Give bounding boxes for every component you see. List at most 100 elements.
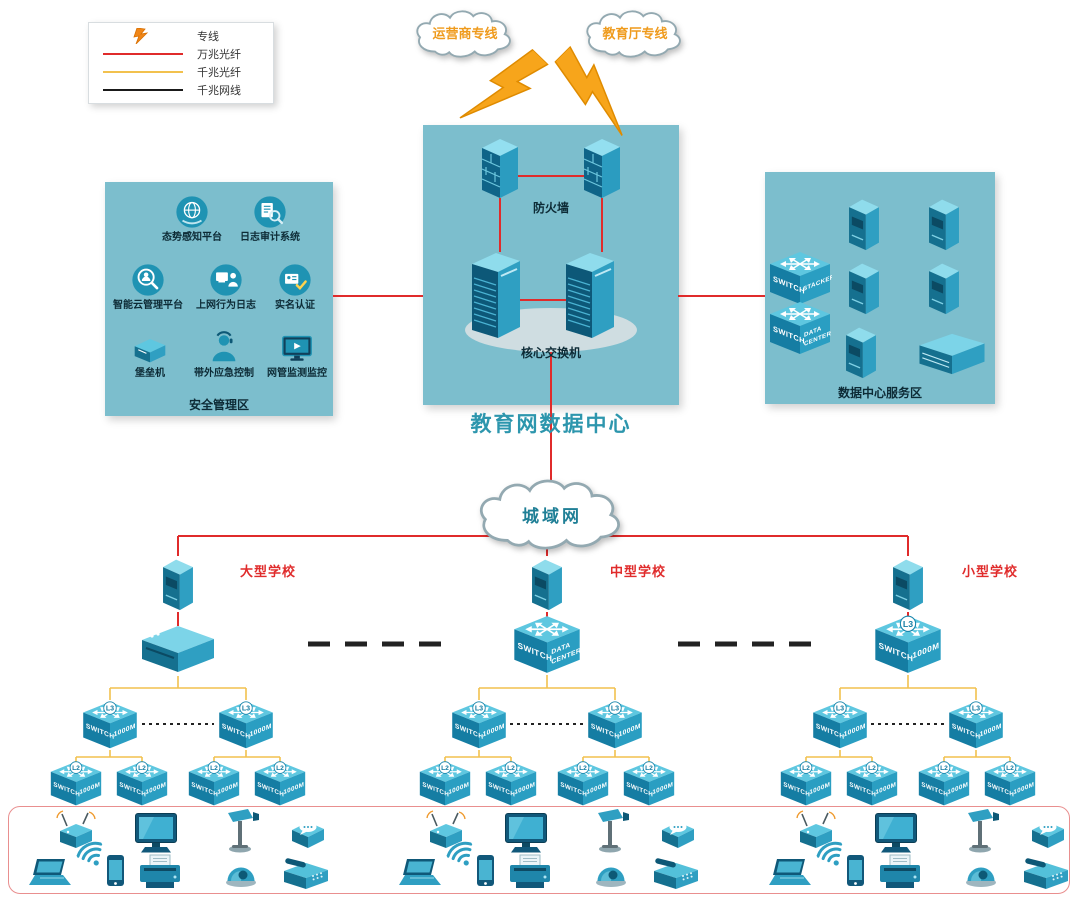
real-name-auth-icon (277, 262, 313, 298)
l3-switch (450, 700, 508, 750)
school-core-switch (873, 614, 943, 675)
dome-camera (964, 858, 998, 888)
school-core-switch (512, 614, 582, 675)
legend-label: 千兆网线 (197, 85, 241, 97)
school-access-server (158, 554, 198, 612)
security-item-label: 上网行为日志 (196, 300, 256, 311)
firewall-device (478, 132, 522, 200)
core-switch-label: 核心交换机 (520, 346, 581, 360)
printer (138, 854, 184, 890)
legend-item: 万兆光纤 (97, 45, 265, 63)
l2-switch (187, 760, 241, 807)
school-name: 中型学校 (610, 564, 667, 579)
man-cloud-label: 城域网 (522, 507, 582, 526)
l2-switch (418, 760, 472, 807)
voip-device (1028, 814, 1068, 850)
l2-switch (917, 760, 971, 807)
dashed-separators (142, 641, 945, 725)
legend-item: 千兆网线 (97, 81, 265, 99)
carrier-cloud-label: 运营商专线 (432, 26, 498, 41)
laptop (28, 858, 74, 890)
security-item: 态势感知平台 (156, 194, 228, 244)
l2-switch (622, 760, 676, 807)
l2-switch (115, 760, 169, 807)
fax-phone (652, 856, 700, 890)
security-zone-title: 安全管理区 (188, 398, 249, 412)
oob-emergency-icon (206, 330, 242, 366)
bastion-host-icon (132, 330, 168, 366)
voip-device (658, 814, 698, 850)
security-item: 日志审计系统 (234, 194, 306, 244)
server (845, 194, 883, 252)
legend-label: 千兆光纤 (197, 67, 241, 79)
legend-item: 千兆光纤 (97, 63, 265, 81)
smartphone (476, 854, 496, 888)
log-audit-icon (252, 194, 288, 230)
firewall-label: 防火墙 (532, 201, 569, 215)
legend-item: 专线 (97, 27, 265, 45)
smartphone (106, 854, 126, 888)
laptop (768, 858, 814, 890)
legend: 专线 万兆光纤 千兆光纤 千兆网线 (88, 22, 274, 104)
ptz-camera (962, 808, 1000, 854)
security-item: 网管监测监控 (264, 330, 330, 380)
printer (508, 854, 554, 890)
service-zone-title: 数据中心服务区 (837, 386, 922, 400)
server (925, 258, 963, 316)
ptz-camera (222, 808, 260, 854)
datacenter-switch (768, 300, 832, 356)
desktop-monitor (874, 812, 920, 854)
1g-fiber-line-sample (103, 71, 183, 73)
security-item-label: 智能云管理平台 (113, 300, 183, 311)
cloud-management-icon (130, 262, 166, 298)
dedicated-line-bolt-icon (97, 28, 189, 44)
legend-label: 专线 (197, 31, 219, 43)
l2-switch (779, 760, 833, 807)
security-zone (105, 182, 333, 416)
1g-ethernet-line-sample (103, 89, 183, 91)
school-core-switch (138, 624, 218, 676)
stack-switch (768, 250, 832, 306)
l2-switch (845, 760, 899, 807)
school-access-server (527, 554, 567, 612)
datacenter-title: 教育网数据中心 (470, 413, 632, 436)
education-cloud: 教育厅专线 (568, 8, 702, 62)
l3-switch (947, 700, 1005, 750)
server (845, 258, 883, 316)
l2-switch (556, 760, 610, 807)
printer (878, 854, 924, 890)
l3-switch (811, 700, 869, 750)
security-item-label: 带外应急控制 (194, 368, 254, 379)
l2-switch (253, 760, 307, 807)
school-name: 小型学校 (962, 564, 1019, 579)
education-cloud-label: 教育厅专线 (602, 26, 668, 41)
l3-switch (217, 700, 275, 750)
core-switch-device (468, 242, 524, 340)
network-monitoring-icon (279, 330, 315, 366)
security-item-label: 实名认证 (275, 300, 315, 311)
dome-camera (224, 858, 258, 888)
server (842, 322, 880, 380)
school-name: 大型学校 (240, 564, 297, 579)
security-item-label: 网管监测监控 (267, 368, 327, 379)
fax-phone (282, 856, 330, 890)
10g-fiber-line-sample (103, 53, 183, 55)
l3-switch (81, 700, 139, 750)
security-item: 堡垒机 (122, 330, 178, 380)
smartphone (846, 854, 866, 888)
core-switch-device (562, 242, 618, 340)
l2-switch (983, 760, 1037, 807)
man-cloud: 城域网 (460, 476, 644, 556)
1g-fiber-links (75, 675, 1011, 762)
l2-switch (49, 760, 103, 807)
server (925, 194, 963, 252)
l3-switch (586, 700, 644, 750)
school-access-server (888, 554, 928, 612)
l2-switch (484, 760, 538, 807)
legend-label: 万兆光纤 (197, 49, 241, 61)
desktop-monitor (134, 812, 180, 854)
security-item: 带外应急控制 (186, 330, 262, 380)
storage-rack (916, 332, 988, 376)
voip-device (288, 814, 328, 850)
laptop (398, 858, 444, 890)
